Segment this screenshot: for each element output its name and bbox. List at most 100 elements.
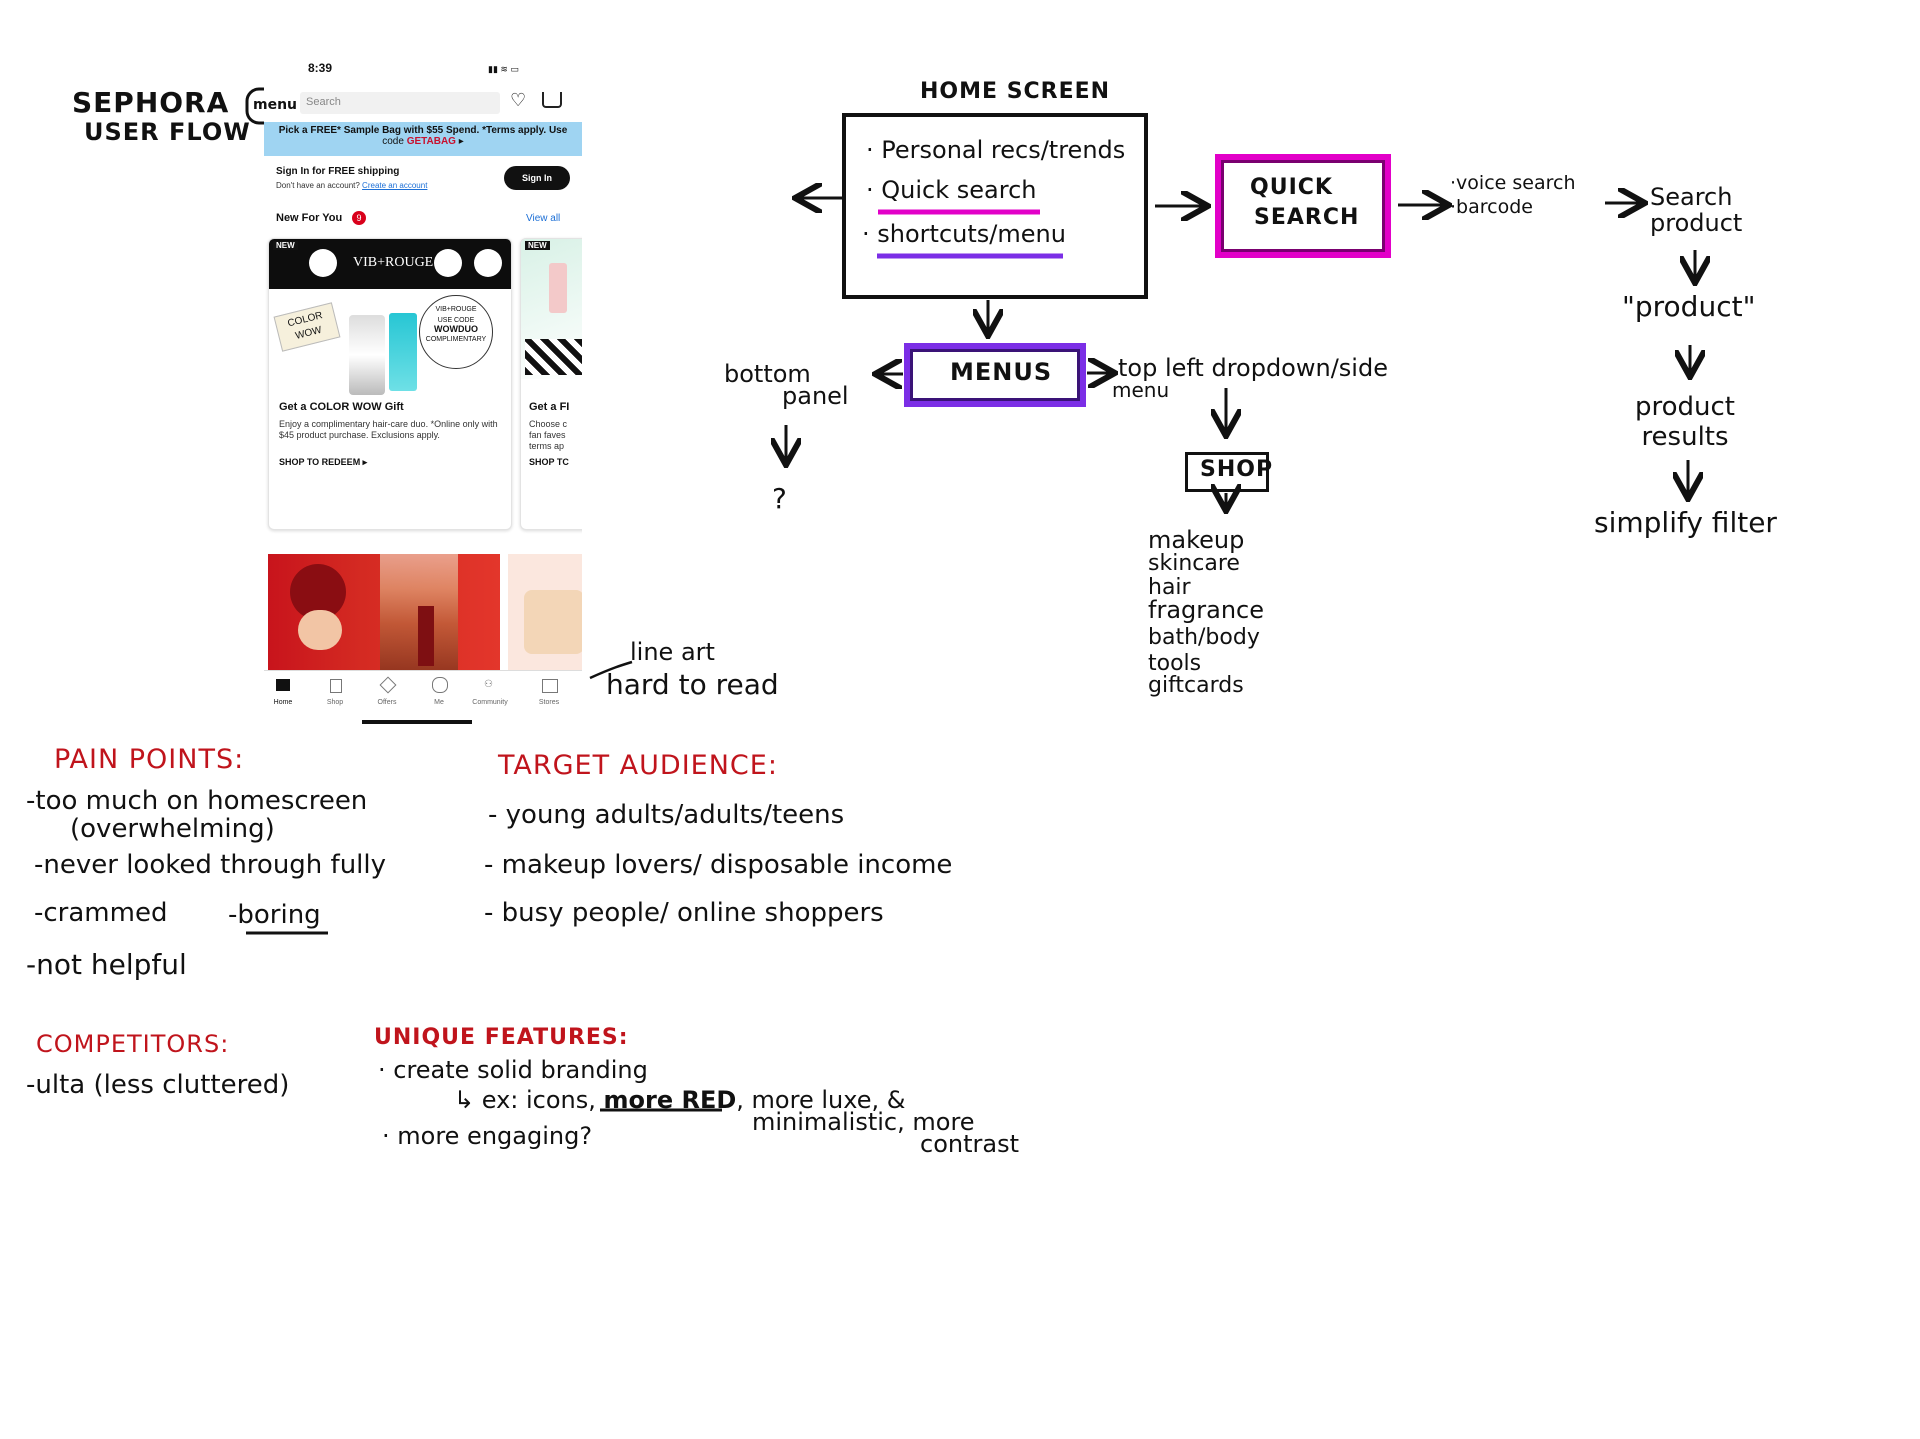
step-product-results: product results: [1634, 392, 1735, 452]
promo-code: GETABAG: [406, 136, 456, 147]
offers-tab-icon[interactable]: [379, 676, 397, 694]
basket-icon[interactable]: [542, 92, 562, 108]
feature-more-red: more RED: [603, 1086, 737, 1114]
promo-line-2: code: [382, 136, 404, 147]
promo-arrow-icon: ▸: [458, 136, 464, 147]
partial-product: [549, 263, 567, 313]
status-time: 8:39: [308, 61, 333, 75]
polka-dot-3: [474, 249, 502, 277]
pain-point-5: -not helpful: [26, 948, 187, 981]
feature-example-prefix: ↳ ex: icons,: [454, 1086, 596, 1114]
seal-bottom: COMPLIMENTARY: [425, 336, 487, 343]
shop-item-makeup: makeup: [1148, 526, 1245, 554]
shop-label: SHOP: [1200, 457, 1274, 482]
stores-tab-icon[interactable]: [542, 679, 558, 693]
feature-branding-example: ↳ ex: icons, more RED, more luxe, &: [454, 1086, 905, 1114]
tab-community[interactable]: Community: [472, 699, 508, 706]
page-subtitle: USER FLOW: [84, 118, 251, 146]
home-screen-box: [842, 113, 1148, 299]
tab-me[interactable]: Me: [434, 699, 444, 706]
me-tab-icon[interactable]: [432, 677, 448, 693]
home-item-quick-search: · Quick search: [866, 176, 1037, 204]
hero-image-2[interactable]: [508, 554, 582, 670]
shop-item-tools: tools: [1148, 651, 1202, 676]
seal-top: VIB+ROUGE: [435, 306, 477, 313]
home-item-shortcuts: · shortcuts/menu: [862, 220, 1066, 248]
promo-banner[interactable]: Pick a FREE* Sample Bag with $55 Spend. …: [264, 122, 582, 156]
shop-item-skincare: skincare: [1148, 551, 1240, 576]
heart-icon[interactable]: ♡: [510, 90, 527, 110]
card2-cta[interactable]: SHOP TC: [529, 457, 569, 467]
audience-1: - young adults/adults/teens: [488, 800, 845, 830]
card2-body-3: terms ap: [529, 441, 565, 451]
foundation-bottle: [418, 606, 434, 666]
product-bottle: [389, 313, 417, 391]
signin-subtitle: Don't have an account? Create an account: [276, 181, 427, 190]
new-for-you-heading: New For You: [276, 212, 343, 224]
signin-title: Sign In for FREE shipping: [276, 166, 400, 177]
signin-sub-text: Don't have an account?: [276, 181, 360, 190]
polka-dot-1: [309, 249, 337, 277]
create-account-link[interactable]: Create an account: [362, 181, 428, 190]
new-badge: NEW: [273, 241, 298, 250]
offer-card-color-wow[interactable]: VIB+ROUGE NEW COLOR WOW VIB+ROUGE USE CO…: [268, 238, 512, 530]
pointer-line-art: [589, 660, 633, 680]
card2-title: Get a FI: [529, 401, 570, 413]
community-tab-icon[interactable]: ⚇: [484, 679, 493, 690]
status-icons: ▮▮ ≋ ▭: [488, 64, 519, 74]
feature-engaging: · more engaging?: [382, 1122, 593, 1150]
annotation-line-art: line art: [630, 638, 715, 666]
stripe-pattern: [525, 339, 582, 375]
bottom-panel-line-2: panel: [782, 382, 849, 410]
pain-points-heading: PAIN POINTS:: [54, 744, 245, 775]
bottom-panel-line-1: bottom: [724, 360, 811, 388]
tab-shop[interactable]: Shop: [326, 699, 344, 706]
card2-body-1: Choose c: [529, 419, 568, 429]
shop-item-hair: hair: [1148, 575, 1191, 600]
seal-code: WOWDUO: [434, 324, 478, 334]
feature-branding: · create solid branding: [378, 1056, 648, 1084]
menus-label: MENUS: [950, 358, 1053, 386]
shop-to-redeem-link[interactable]: SHOP TO REDEEM ▸: [279, 457, 368, 467]
step-simplify-filter: simplify filter: [1594, 506, 1777, 539]
seal-code-label: USE CODE: [437, 317, 475, 324]
partial-card-image: [521, 239, 582, 379]
bottom-tab-bar: Home Shop Offers Me ⚇ Community Stores: [264, 670, 582, 720]
shop-item-giftcards: giftcards: [1148, 673, 1244, 698]
home-tab-icon[interactable]: [276, 679, 290, 691]
quick-search-box: [1215, 154, 1391, 258]
pain-point-1-detail: (overwhelming): [70, 814, 275, 844]
unique-features-heading: UNIQUE FEATURES:: [374, 1025, 629, 1050]
search-placeholder: Search: [306, 96, 341, 108]
pain-point-3: -crammed: [34, 898, 168, 928]
offer-card-partial[interactable]: NEW Get a FI Choose c fan faves terms ap…: [520, 238, 582, 530]
new-count-badge: 9: [352, 211, 366, 225]
tab-home[interactable]: Home: [273, 699, 293, 706]
hero-figure-face: [298, 610, 342, 650]
shop-box: [1185, 452, 1269, 492]
top-left-menu-line-2: menu: [1112, 378, 1170, 402]
home-item-personal-recs: · Personal recs/trends: [866, 136, 1126, 164]
page-title: SEPHORA: [72, 86, 230, 119]
audience-3: - busy people/ online shoppers: [484, 898, 884, 928]
pain-point-4: -boring: [228, 900, 321, 930]
feature-minimalistic: minimalistic, more: [752, 1108, 975, 1136]
card-title: Get a COLOR WOW Gift: [279, 401, 404, 413]
polka-dot-2: [434, 249, 462, 277]
pain-point-1: -too much on homescreen: [26, 786, 368, 816]
quick-search-line-2: SEARCH: [1254, 205, 1360, 230]
card-body: Enjoy a complimentary hair-care duo. *On…: [279, 419, 498, 440]
step-product-query: "product": [1622, 290, 1756, 323]
tab-stores[interactable]: Stores: [538, 699, 560, 706]
shop-item-bath-body: bath/body: [1148, 625, 1260, 650]
hero-image-1[interactable]: [268, 554, 500, 670]
step-search-product: Search product: [1650, 183, 1743, 237]
search-input[interactable]: Search: [300, 92, 500, 114]
tab-offers[interactable]: Offers: [377, 699, 397, 706]
competitor-1: -ulta (less cluttered): [26, 1070, 290, 1100]
sign-in-button[interactable]: Sign In: [504, 166, 570, 190]
card-banner: VIB+ROUGE: [269, 239, 511, 289]
shop-tab-icon[interactable]: [330, 679, 342, 693]
view-all-link[interactable]: View all: [526, 213, 561, 224]
audience-2: - makeup lovers/ disposable income: [484, 850, 953, 880]
